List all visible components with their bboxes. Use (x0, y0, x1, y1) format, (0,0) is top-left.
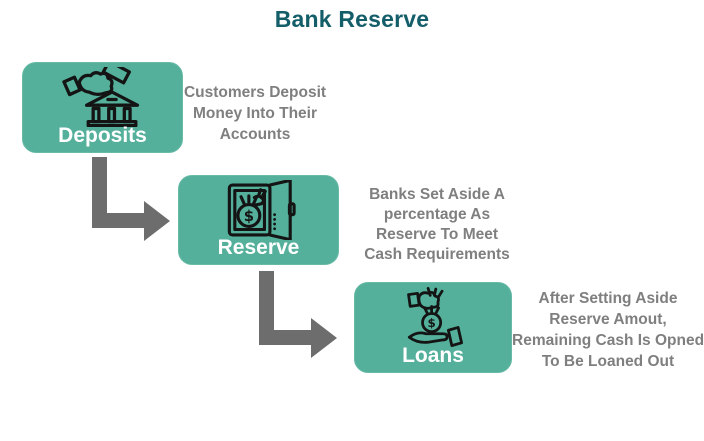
loan-hand-icon: $ (355, 287, 511, 347)
arrow-deposits-to-reserve (92, 157, 170, 241)
deposits-box: Deposits (22, 62, 183, 153)
loans-description-line: Reserve Amout, (549, 311, 667, 328)
reserve-label: Reserve (217, 236, 300, 259)
safe-reserve-icon: $ (179, 180, 338, 240)
reserve-description-line: Reserve To Meet (375, 226, 499, 243)
deposits-description-line: Customers Deposit (183, 84, 327, 101)
reserve-description: Banks Set Aside A percentage As Reserve … (347, 185, 527, 265)
loans-description: After Setting Aside Reserve Amout, Remai… (512, 288, 704, 372)
reserve-description-line: Banks Set Aside A (369, 186, 505, 203)
bank-deposit-icon (23, 67, 182, 127)
deposits-description: Customers Deposit Money Into Their Accou… (172, 82, 338, 145)
reserve-description-line: Cash Requirements (364, 246, 510, 263)
diagram-title: Bank Reserve (274, 6, 430, 32)
loans-description-line: Remaining Cash Is Opned (512, 332, 704, 349)
svg-text:$: $ (427, 316, 435, 330)
loans-label: Loans (402, 344, 464, 367)
deposits-label: Deposits (58, 124, 147, 147)
svg-text:$: $ (243, 208, 253, 225)
deposits-description-line: Money Into Their (193, 105, 317, 122)
arrow-reserve-to-loans (259, 271, 337, 358)
loans-box: $ Loans (354, 282, 512, 373)
reserve-box: $ Reserve (178, 175, 339, 265)
reserve-description-line: percentage As (383, 206, 491, 223)
loans-description-line: To Be Loaned Out (541, 353, 675, 370)
deposits-description-line: Accounts (219, 126, 291, 143)
loans-description-line: After Setting Aside (538, 290, 678, 307)
